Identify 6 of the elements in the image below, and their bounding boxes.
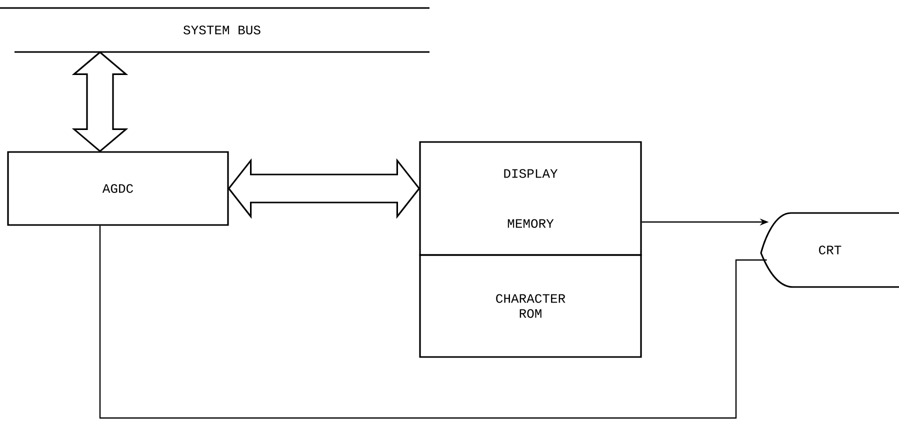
process-box: AGDC [7,151,229,226]
connector-line [99,226,767,419]
bus-band: SYSTEM BUS [0,7,430,53]
double-arrow [72,51,128,152]
memory-box: CHARACTER ROM [419,254,642,358]
memory-box: DISPLAY MEMORY [419,141,642,256]
